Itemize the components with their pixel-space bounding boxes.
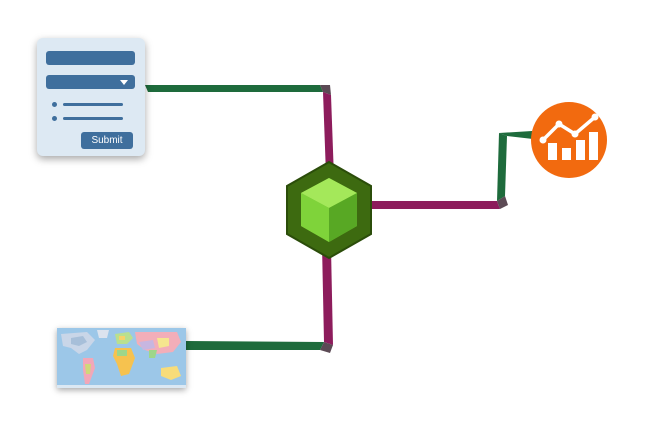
world-map-image [57,328,186,388]
wire-corner-right [497,196,508,209]
wire-corner-top [320,85,331,95]
wire-corner-bottom [320,342,333,353]
wire-right-vertical [497,133,507,201]
bullet-icon [52,116,57,121]
wire-hub-to-right-horizontal [370,201,500,209]
bullet-icon [52,102,57,107]
form-dropdown-field [46,75,135,89]
chevron-down-icon [120,80,128,85]
form-option-line [63,103,123,106]
wire-to-analytics-horizontal [499,131,533,139]
form-option-line [63,117,123,120]
submit-button[interactable]: Submit [81,132,133,149]
wire-bottom-vertical [322,245,333,345]
hexagon-hub-icon [283,160,375,260]
wire-top-vertical [323,92,334,178]
form-card: Submit [37,38,145,156]
wire-map-to-hub-horizontal [186,341,324,350]
wire-form-to-hub-horizontal [145,85,323,92]
form-text-field [46,51,135,65]
analytics-chart-icon [529,100,609,180]
